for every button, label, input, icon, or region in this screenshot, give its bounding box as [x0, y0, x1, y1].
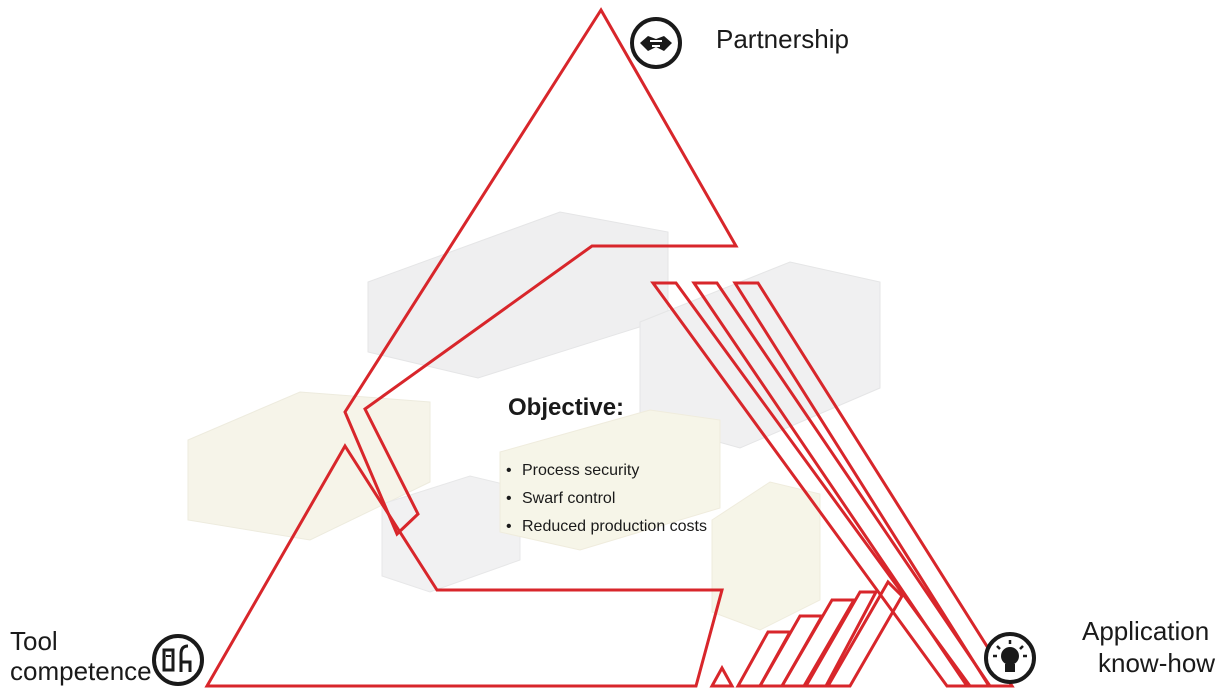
partnership-segment — [343, 7, 739, 537]
tool-label-line2: competence — [10, 656, 152, 686]
list-item: Swarf control — [506, 488, 707, 516]
objective-list: Process security Swarf control Reduced p… — [506, 460, 707, 544]
stripe-short — [825, 579, 904, 688]
application-label-line2: know-how — [1098, 648, 1216, 678]
handshake-icon — [630, 17, 682, 69]
application-label-line1: Application — [1082, 616, 1210, 646]
list-item: Process security — [506, 460, 707, 488]
tool-competence-segment — [204, 443, 724, 688]
stripe-short — [803, 590, 879, 688]
tool-label-line1: Tool — [10, 626, 58, 656]
list-item: Reduced production costs — [506, 516, 707, 544]
background-tool-blocks — [187, 211, 881, 631]
objective-title: Objective: — [508, 394, 625, 421]
stripe-short — [709, 664, 735, 688]
stripe-long — [732, 281, 1015, 688]
partnership-label: Partnership — [716, 24, 849, 54]
application-know-how-segment — [650, 281, 1015, 688]
lightbulb-icon — [984, 632, 1036, 684]
tools-icon — [152, 634, 204, 686]
